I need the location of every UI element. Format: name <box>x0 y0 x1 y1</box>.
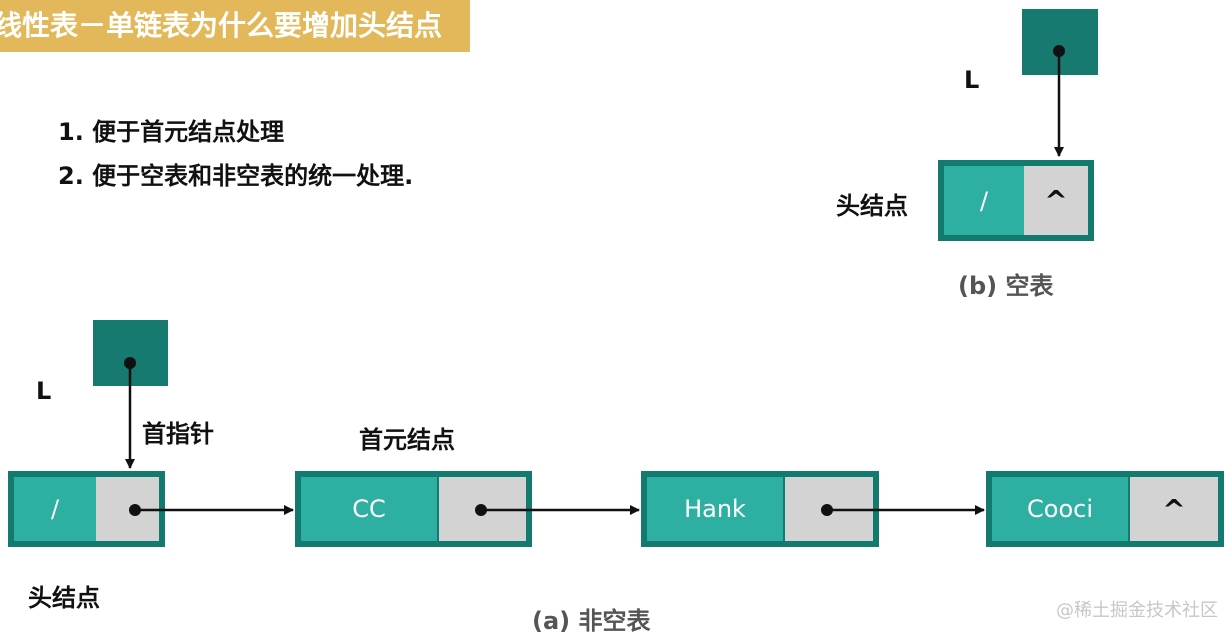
node-data-cell: / <box>944 166 1024 235</box>
nonempty-head-label: 头结点 <box>28 584 100 612</box>
empty-list-head-node: / ^ <box>938 160 1094 241</box>
reason-item: 2. 便于空表和非空表的统一处理. <box>58 162 414 190</box>
node-next-cell: ^ <box>1024 166 1088 235</box>
watermark-text: @稀土掘金技术社区 <box>1056 600 1218 621</box>
node-data-cell: / <box>14 477 96 541</box>
empty-list-head-label: 头结点 <box>836 192 908 220</box>
first-node-label: 首元结点 <box>359 426 455 454</box>
node-next-cell: ^ <box>1130 477 1218 541</box>
head-pointer-label: 首指针 <box>142 420 214 448</box>
node-data-cell: Hank <box>647 477 783 541</box>
empty-list-caption: (b) 空表 <box>958 272 1054 300</box>
node-data-cell: Cooci <box>992 477 1128 541</box>
empty-list-pointer-label: L <box>964 66 980 94</box>
nonempty-list-pointer-label: L <box>36 377 52 405</box>
list-node-cooci: Cooci ^ <box>986 471 1224 547</box>
reason-item: 1. 便于首元结点处理 <box>58 118 285 146</box>
page-title: 线性表－单链表为什么要增加头结点 <box>0 0 470 52</box>
node-data-cell: CC <box>301 477 437 541</box>
nonempty-list-caption: (a) 非空表 <box>532 607 651 635</box>
reason-list: 1. 便于首元结点处理 2. 便于空表和非空表的统一处理. <box>58 110 413 198</box>
